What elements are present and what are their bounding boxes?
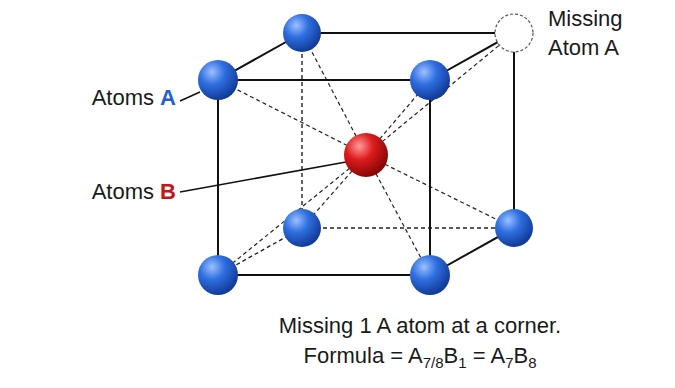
- atom-b: [344, 133, 388, 177]
- atom-letter: A: [160, 85, 176, 110]
- atom-letter: B: [160, 179, 176, 204]
- atom-a-label: Atoms A: [92, 84, 176, 112]
- atom-b-label: Atoms B: [92, 178, 176, 206]
- missing-atom-label: Missing Atom A: [548, 4, 648, 62]
- caption-line: Missing 1 A atom at a corner.: [279, 312, 561, 340]
- subscript: 7/8: [423, 354, 444, 371]
- formula: Formula = A7/8B1 = A7B8: [303, 342, 536, 370]
- subscript: 1: [458, 354, 466, 371]
- atoms-a: [198, 14, 533, 295]
- subscript: 7: [505, 354, 513, 371]
- hidden-edges: [218, 33, 514, 275]
- body-diagonals: [218, 33, 514, 275]
- visible-edges: [218, 33, 514, 275]
- subscript: 8: [528, 354, 536, 371]
- leader-lines: [180, 92, 346, 192]
- missing-atom: [495, 14, 533, 52]
